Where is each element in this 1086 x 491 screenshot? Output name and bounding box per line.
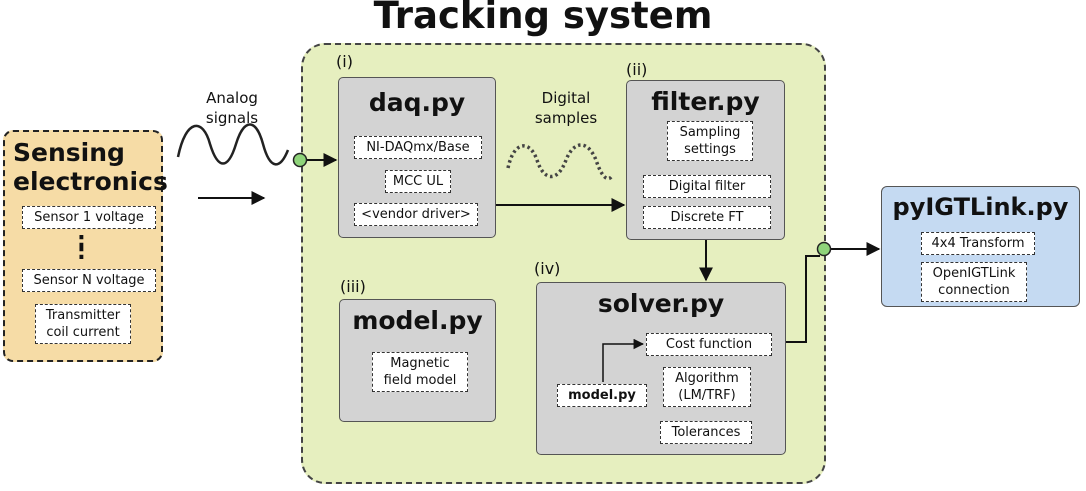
pyigtlink-box: pyIGTLink.py 4x4 Transform OpenIGTLink c… [881,186,1080,307]
sensor-ellipsis-2: : [77,240,86,265]
sensing-title-line2: electronics [13,167,168,196]
daq-item-nidaqmx: NI-DAQmx/Base [354,136,482,159]
sensing-electronics-box: Sensing electronics Sensor 1 voltage : :… [3,130,168,362]
solver-to-port-line [786,255,820,343]
pyigtlink-title: pyIGTLink.py [892,193,1069,221]
analog-signals-label: Analog signals [190,88,274,128]
output-port [816,241,832,257]
model-title: model.py [352,306,483,335]
model-item-magnetic-field: Magnetic field model [372,352,468,392]
digital-samples-label: Digital samples [524,88,608,128]
filter-roman-label: (ii) [626,60,648,79]
filter-module: filter.py Sampling settings Digital filt… [626,80,785,240]
sampling-line1: Sampling [679,125,741,140]
analog-sine-wave [176,123,290,166]
filter-item-sampling: Sampling settings [667,121,753,161]
magnetic-line1: Magnetic [390,356,450,371]
daq-title: daq.py [368,88,466,117]
filter-title: filter.py [651,87,760,116]
solver-item-model-ref: model.py [557,384,647,407]
igt-item-connection: OpenIGTLink connection [921,262,1027,302]
model-to-cost-arrow [602,338,645,382]
digital-line1: Digital [541,89,591,107]
sensor-n-voltage: Sensor N voltage [22,269,156,292]
solver-item-tolerances: Tolerances [660,421,752,444]
solver-item-cost-function: Cost function [646,333,772,356]
connection-line2: connection [938,283,1010,298]
analog-line2: signals [205,109,259,127]
coil-line1: Transmitter [45,308,121,323]
igt-item-transform: 4x4 Transform [921,232,1035,255]
digital-sample-wave [506,143,614,181]
magnetic-line2: field model [383,373,457,388]
algorithm-line2: (LM/TRF) [678,388,736,403]
coil-line2: coil current [46,325,120,340]
solver-roman-label: (iv) [534,259,561,278]
analog-line1: Analog [206,89,258,107]
diagram-title: Tracking system [373,0,713,37]
sampling-line2: settings [684,142,736,157]
daq-item-vendor: <vendor driver> [354,203,478,226]
sensor-1-voltage: Sensor 1 voltage [22,206,156,229]
digital-line2: samples [534,109,598,127]
model-roman-label: (iii) [340,277,366,296]
algorithm-line1: Algorithm [675,371,739,386]
solver-item-algorithm: Algorithm (LM/TRF) [663,367,751,407]
sensor-ellipsis: : [77,228,86,253]
daq-item-mcc: MCC UL [385,170,451,193]
solver-title: solver.py [597,289,725,318]
daq-module: daq.py NI-DAQmx/Base MCC UL <vendor driv… [338,77,496,238]
model-module: model.py Magnetic field model [339,299,496,422]
solver-module: solver.py Cost function model.py Algorit… [536,282,786,455]
sensing-title-line1: Sensing [13,138,125,167]
daq-roman-label: (i) [336,52,353,71]
input-port [292,152,308,168]
connection-line1: OpenIGTLink [932,266,1016,281]
filter-item-digital-filter: Digital filter [643,175,771,198]
filter-item-discrete-ft: Discrete FT [643,206,771,229]
transmitter-coil-current: Transmitter coil current [35,304,131,344]
